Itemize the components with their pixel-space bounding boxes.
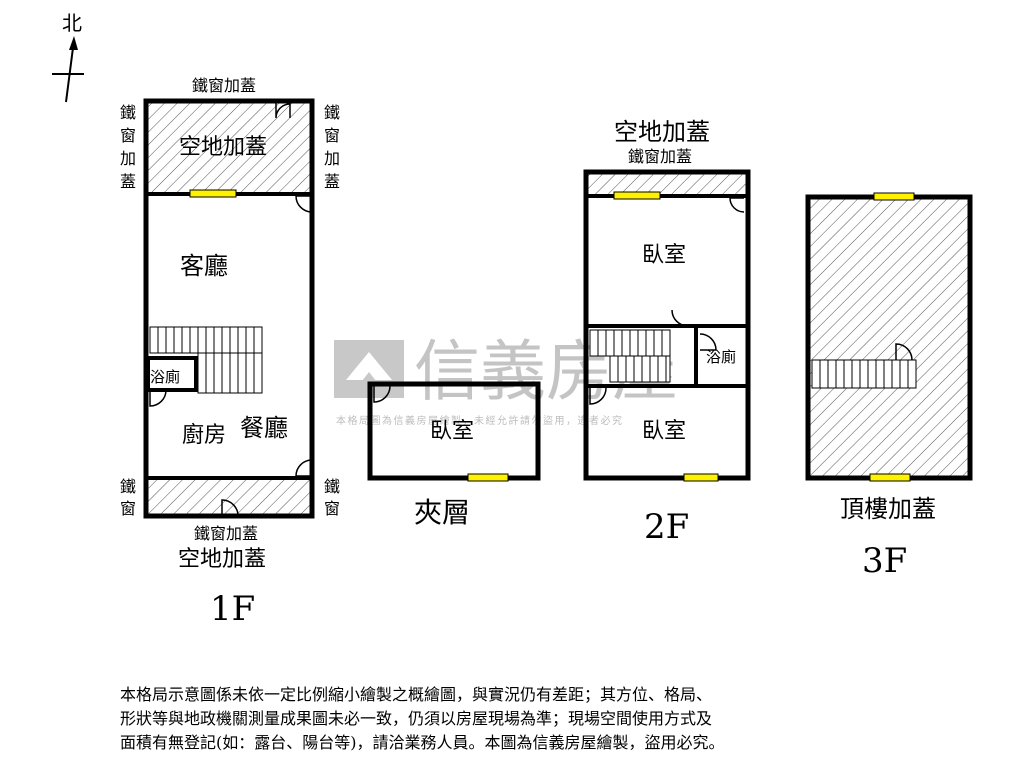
floor-1f-note-right-top-4: 蓋 bbox=[324, 172, 340, 191]
floor-2f-label: 2F bbox=[644, 507, 689, 547]
floor-1f-note-left-top-4: 蓋 bbox=[120, 172, 136, 191]
floor-1f-note-left-top-3: 加 bbox=[120, 149, 136, 168]
floor-1f-dining-room: 餐廳 bbox=[240, 414, 288, 442]
floor-1f-bathroom: 浴廁 bbox=[150, 368, 180, 386]
floor-1f-back-yard: 空地加蓋 bbox=[178, 547, 266, 572]
compass-label: 北 bbox=[62, 11, 82, 35]
floor-2f-bathroom: 浴廁 bbox=[706, 348, 736, 366]
floor-1f-note-right-top-2: 窗 bbox=[324, 126, 340, 145]
floor-mezzanine-bedroom: 臥室 bbox=[430, 419, 474, 444]
floor-2f-subheading: 鐵窗加蓋 bbox=[628, 147, 692, 166]
disclaimer-line-2: 形狀等與地政機關測量成果圖未必一致，仍須以房屋現場為準；現場空間使用方式及 bbox=[120, 709, 713, 728]
disclaimer-line-1: 本格局示意圖係未依一定比例縮小繪製之概繪圖，與實況仍有差距；其方位、格局、 bbox=[120, 685, 713, 704]
floor-1f-note-bottom: 鐵窗加蓋 bbox=[194, 524, 258, 543]
floor-2f-bedroom-bottom: 臥室 bbox=[642, 419, 686, 444]
floor-3f-label: 3F bbox=[862, 541, 907, 581]
disclaimer-note: 本格局示意圖係未依一定比例縮小繪製之概繪圖，與實況仍有差距；其方位、格局、 形狀… bbox=[120, 683, 940, 755]
floor-2f-plan bbox=[583, 169, 751, 482]
floor-mezzanine-label: 夾層 bbox=[414, 496, 470, 529]
floor-2f-bedroom-top: 臥室 bbox=[642, 243, 686, 268]
watermark-notice: 本格局圖為信義房屋繪製，未經允許請勿盜用，違者必究 bbox=[336, 414, 624, 427]
floor-1f-note-right-top-1: 鐵 bbox=[324, 103, 340, 122]
floor-1f-front-yard: 空地加蓋 bbox=[179, 135, 267, 160]
floor-1f-living-room: 客廳 bbox=[180, 252, 228, 280]
floor-1f-note-right-bottom-1: 鐵 bbox=[324, 477, 340, 496]
floor-1f-note-left-top-1: 鐵 bbox=[120, 103, 136, 122]
floor-1f-plan bbox=[143, 98, 315, 519]
floor-1f-note-left-top-2: 窗 bbox=[120, 126, 136, 145]
floor-3f-heading: 頂樓加蓋 bbox=[840, 495, 936, 523]
floor-1f-label: 1F bbox=[210, 589, 255, 629]
floor-mezzanine-plan bbox=[367, 381, 541, 482]
floor-1f-note-left-bottom-2: 窗 bbox=[120, 499, 136, 518]
floor-1f-note-top: 鐵窗加蓋 bbox=[192, 76, 256, 95]
north-arrow-icon bbox=[52, 36, 84, 103]
floor-2f-heading: 空地加蓋 bbox=[614, 118, 710, 146]
floor-1f-note-right-bottom-2: 窗 bbox=[324, 499, 340, 518]
floor-3f-plan bbox=[805, 192, 973, 482]
disclaimer-line-3: 面積有無登記(如：露台、陽台等)，請洽業務人員。本圖為信義房屋繪製，盜用必究。 bbox=[120, 733, 725, 752]
floor-1f-note-left-bottom-1: 鐵 bbox=[120, 477, 136, 496]
floor-1f-note-right-top-3: 加 bbox=[324, 149, 340, 168]
floor-1f-kitchen: 廚房 bbox=[182, 423, 226, 448]
